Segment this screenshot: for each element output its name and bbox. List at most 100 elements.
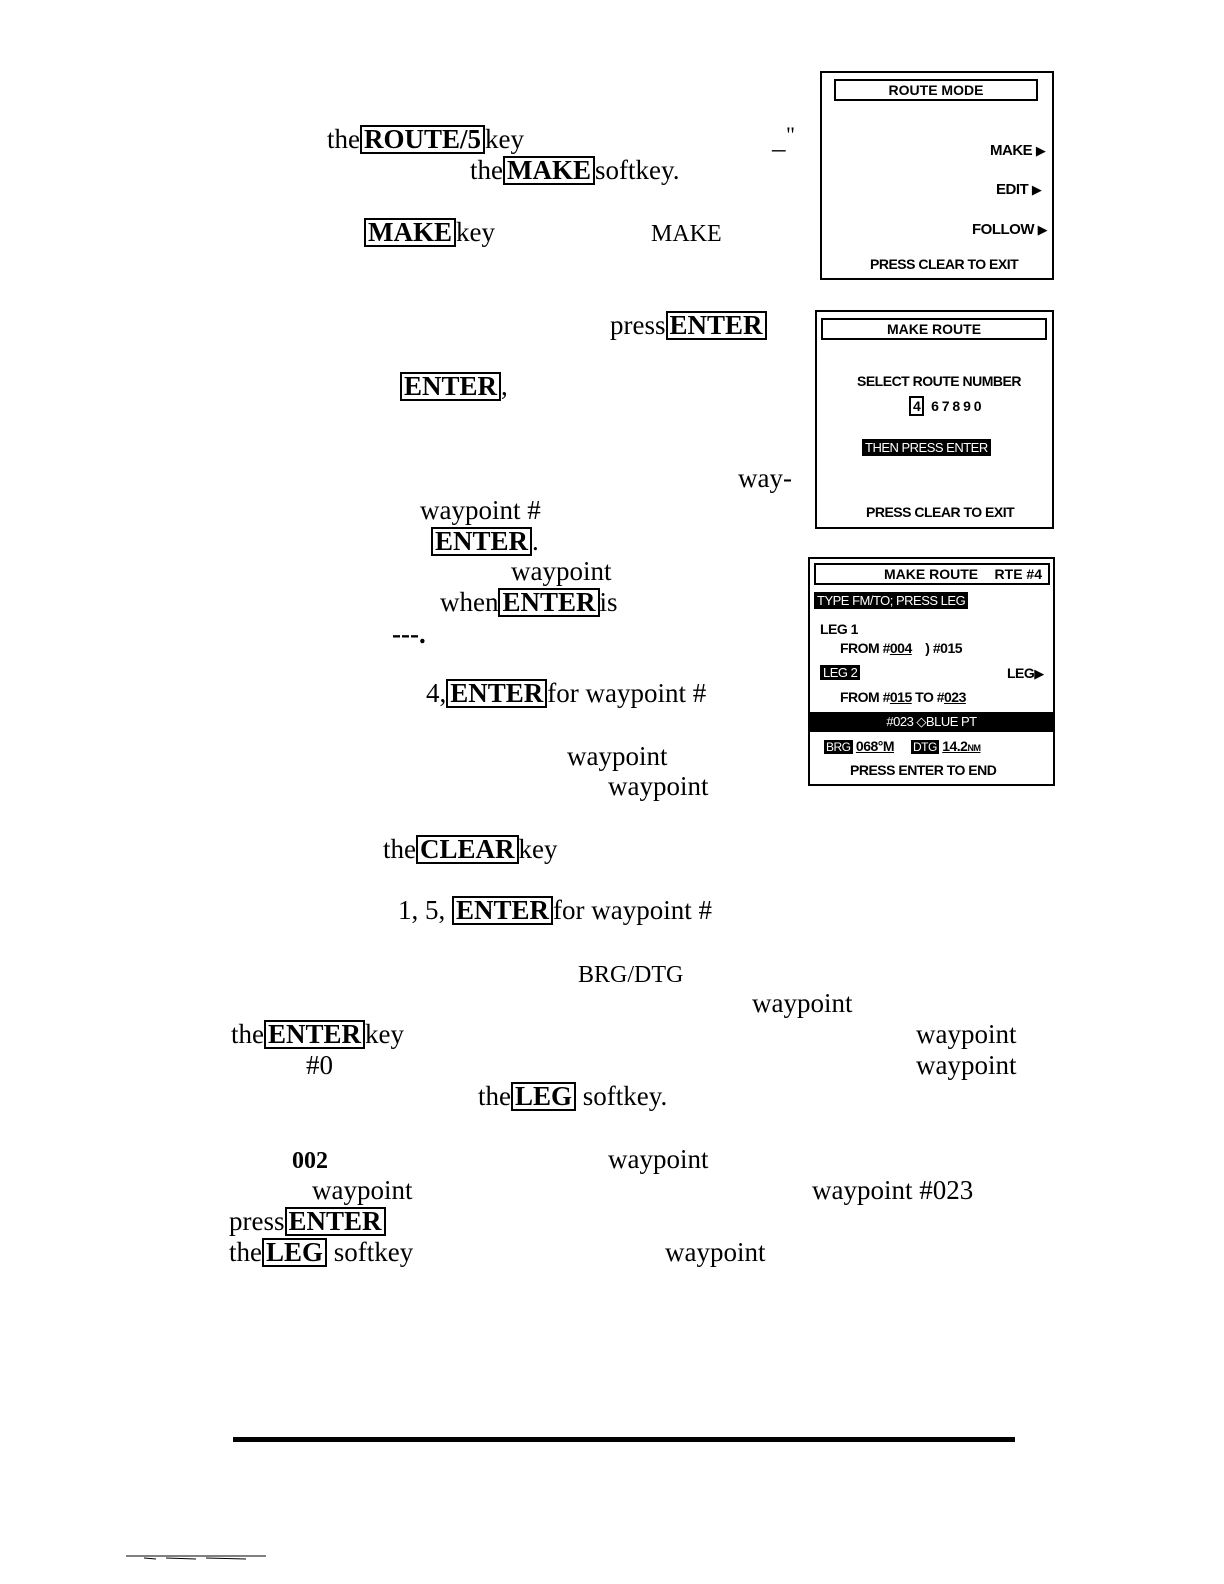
waypoint-name-bar: #023 ◇BLUE PT bbox=[810, 712, 1053, 732]
leg2-label: LEG 2 bbox=[820, 665, 861, 680]
text-line-18: waypoint bbox=[752, 988, 853, 1018]
route-5-key: ROUTE/5 bbox=[360, 125, 486, 154]
text-line-22: 002 bbox=[292, 1148, 328, 1174]
screen-title: MAKE ROUTE bbox=[821, 318, 1047, 340]
to-label: TO # bbox=[915, 689, 945, 705]
word: 1, 5, bbox=[398, 895, 446, 925]
edit-label: EDIT bbox=[996, 181, 1029, 198]
dtg-value-group: 14.2NM bbox=[942, 738, 981, 754]
from-number: 015 bbox=[889, 689, 912, 705]
brg-label: BRG bbox=[824, 740, 853, 754]
make-key: MAKE bbox=[364, 218, 456, 247]
screen-title-bar: MAKE ROUTE RTE #4 bbox=[814, 563, 1050, 585]
word: press bbox=[610, 310, 666, 340]
from-number: 004 bbox=[889, 640, 912, 656]
word: 4, bbox=[426, 678, 447, 708]
triangle-right-icon: ▶ bbox=[1034, 666, 1044, 681]
route-mode-screen: ROUTE MODE MAKE ▶ EDIT ▶ FOLLOW ▶ PRESS … bbox=[820, 71, 1054, 280]
word: key bbox=[485, 124, 525, 154]
selected-route-digit: 4 bbox=[909, 396, 925, 416]
text-line-19b: waypoint bbox=[916, 1019, 1017, 1049]
dtg-label: DTG bbox=[910, 740, 939, 754]
word: , bbox=[501, 371, 508, 401]
enter-key: ENTER bbox=[452, 896, 554, 925]
word: the bbox=[327, 124, 360, 154]
route-number-prompt: SELECT ROUTE NUMBER bbox=[857, 373, 1021, 389]
word: softkey. bbox=[582, 1081, 668, 1111]
to-number: 023 bbox=[944, 689, 966, 705]
dash-mark: _ bbox=[772, 124, 786, 154]
text-line-5: ENTER, bbox=[400, 371, 508, 401]
text-line-17: BRG/DTG bbox=[578, 962, 684, 988]
make-key: MAKE bbox=[503, 156, 595, 185]
clear-key: CLEAR bbox=[416, 835, 519, 864]
screen-title: MAKE ROUTE bbox=[884, 566, 979, 582]
leg-key: LEG bbox=[262, 1238, 328, 1267]
triangle-right-icon: ▶ bbox=[1037, 222, 1048, 237]
make-route-select-screen: MAKE ROUTE SELECT ROUTE NUMBER 4 6 7 8 9… bbox=[815, 310, 1054, 529]
word: the bbox=[470, 155, 503, 185]
enter-key: ENTER bbox=[284, 1207, 386, 1236]
text-line-7: waypoint # bbox=[420, 495, 541, 525]
enter-key: ENTER bbox=[431, 527, 533, 556]
dtg-value: 14.2 bbox=[942, 738, 968, 754]
word: press bbox=[229, 1206, 285, 1236]
follow-label: FOLLOW bbox=[972, 221, 1034, 238]
scan-artifact-mark bbox=[126, 1555, 266, 1560]
screen-footer: PRESS ENTER TO END bbox=[850, 762, 997, 778]
from-label: FROM # bbox=[840, 689, 890, 705]
word: key bbox=[456, 217, 495, 247]
quote-mark: " bbox=[786, 122, 795, 147]
word: . bbox=[532, 526, 539, 556]
word: softkey. bbox=[595, 155, 680, 185]
text-line-9: waypoint bbox=[511, 556, 612, 586]
text-line-25b: waypoint bbox=[665, 1237, 766, 1267]
leg1-from-to: FROM #004 ) #015 bbox=[840, 640, 963, 656]
text-line-8: ENTER. bbox=[431, 526, 539, 556]
route-digits: 6 7 8 9 0 bbox=[931, 398, 982, 414]
instruction-banner: THEN PRESS ENTER bbox=[862, 439, 991, 456]
horizontal-rule bbox=[233, 1437, 1015, 1442]
leg-softkey-label: LEG bbox=[1007, 665, 1035, 681]
word: key bbox=[365, 1019, 405, 1049]
text-line-14: waypoint bbox=[608, 771, 709, 801]
leg-softkey: LEG▶ bbox=[1007, 665, 1044, 682]
text-line-13: waypoint bbox=[567, 741, 668, 771]
text-line-20: #0 bbox=[306, 1050, 333, 1080]
route-number-selector: 4 6 7 8 9 0 bbox=[909, 396, 982, 416]
enter-key: ENTER bbox=[665, 311, 767, 340]
make-word: MAKE bbox=[651, 221, 722, 247]
word: key bbox=[518, 834, 558, 864]
word: the bbox=[478, 1081, 511, 1111]
screen-title: ROUTE MODE bbox=[834, 79, 1038, 101]
text-line-22b: waypoint bbox=[608, 1144, 709, 1174]
route-tag: RTE #4 bbox=[994, 566, 1042, 582]
from-label: FROM # bbox=[840, 640, 890, 656]
text-line-11: ---. bbox=[392, 619, 426, 649]
screen-footer: PRESS CLEAR TO EXIT bbox=[866, 504, 1015, 520]
text-line-23b: waypoint #023 bbox=[812, 1175, 974, 1205]
screen-footer: PRESS CLEAR TO EXIT bbox=[870, 256, 1019, 272]
word: the bbox=[383, 834, 416, 864]
make-softkey: MAKE ▶ bbox=[990, 142, 1046, 159]
brg-value: 068°M bbox=[855, 738, 895, 754]
enter-key: ENTER bbox=[264, 1020, 366, 1049]
word: the bbox=[229, 1237, 262, 1267]
text-line-20b: waypoint bbox=[916, 1050, 1017, 1080]
enter-key: ENTER bbox=[400, 372, 502, 401]
make-route-leg-screen: MAKE ROUTE RTE #4 TYPE FM/TO; PRESS LEG … bbox=[808, 557, 1055, 786]
edit-softkey: EDIT ▶ bbox=[996, 181, 1042, 198]
word: the bbox=[231, 1019, 264, 1049]
instruction-banner: TYPE FM/TO; PRESS LEG bbox=[814, 592, 969, 609]
enter-key: ENTER bbox=[446, 679, 548, 708]
word: for waypoint # bbox=[547, 678, 707, 708]
leg-key: LEG bbox=[511, 1082, 577, 1111]
